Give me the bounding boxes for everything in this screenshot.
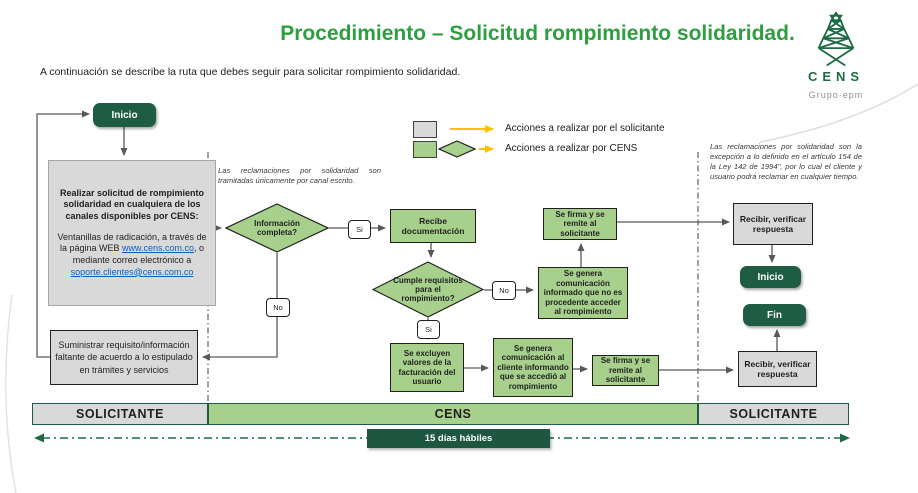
request-title: Realizar solicitud de rompimiento solida… [59,187,205,221]
cens-logo: CENS Grupo·epm [780,12,892,100]
cens-tower-icon [817,12,855,67]
request-body: Ventanillas de radicación, a través de l… [55,232,209,279]
request-body-pre: Ventanillas de radicación, a través de l… [57,231,207,254]
connector-loop-to-start [36,110,90,358]
note-law-exception: Las reclamaciones por solidaridad son la… [710,142,862,181]
sign-send-bottom-box: Se firma y se remite al solicitante [592,355,659,386]
timeline-label: 15 días hábiles [367,429,550,448]
legend-label-solicitante: Acciones a realizar por el solicitante [505,123,665,134]
sign-send-top-box: Se firma y se remite al solicitante [543,208,617,240]
comm-approved-box: Se genera comunicación al cliente inform… [493,338,573,397]
grupo-epm-text: Grupo·epm [808,90,864,100]
decision-info-complete: Información completa? [224,203,330,253]
no-tag-1: No [266,298,290,317]
receive-documentation-box: Recibe documentación [390,209,476,243]
lane-solicitante-left: SOLICITANTE [32,403,208,425]
legend-swatch-cens [413,141,437,158]
no-tag-2: No [492,281,516,300]
yes-tag-1: Si [348,220,371,239]
cens-website-link[interactable]: www.cens.com.co [122,243,195,254]
decision-meets-requirements-label: Cumple requisitos para el rompimiento? [393,275,463,304]
decor-curve-bottom-left [4,294,17,493]
timeline-arrow-left [34,433,44,443]
connector-decision1-no [202,253,278,361]
lane-cens: CENS [208,403,698,425]
note-written-channel: Las reclamaciones por solidaridad son tr… [218,166,381,185]
decision-meets-requirements: Cumple requisitos para el rompimiento? [371,261,485,318]
request-box: Realizar solicitud de rompimiento solida… [48,160,216,306]
supply-missing-info-box: Suministrar requisito/información faltan… [50,330,198,385]
decor-curve-top-right [759,83,918,143]
start-node-2: Inicio [740,266,801,288]
page-title: Procedimiento – Solicitud rompimiento so… [280,22,795,45]
receive-verify-top-box: Recibir, verificar respuesta [733,203,813,245]
support-email-link[interactable]: soporte.clientes@cens.com.co [70,266,194,277]
exclude-values-box: Se excluyen valores de la facturación de… [390,343,464,392]
receive-verify-bottom-box: Recibir, verificar respuesta [738,351,817,387]
legend-label-cens: Acciones a realizar por CENS [505,143,638,154]
end-node: Fin [743,304,806,326]
request-body-mid: , o mediante correo electrónico a [72,243,205,266]
lane-solicitante-right: SOLICITANTE [698,403,849,425]
yes-tag-2: Si [417,320,440,339]
legend-swatch-solicitante [413,121,437,138]
cens-brand-text: CENS [807,69,865,84]
decision-info-complete-label: Información completa? [254,218,300,237]
legend-diamond-icon [438,140,476,158]
timeline-arrow-right [840,433,850,443]
comm-denied-box: Se genera comunicación informado que no … [538,267,628,319]
start-node: Inicio [93,103,156,127]
intro-text: A continuación se describe la ruta que d… [40,66,461,78]
